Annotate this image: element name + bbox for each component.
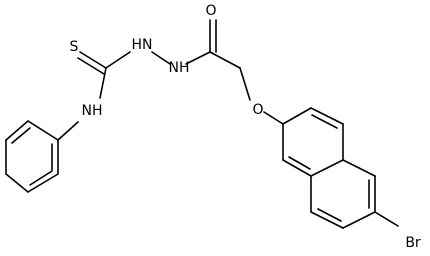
atom-labels: O S HN NH NH O Br [70, 3, 421, 251]
bond-nh-ccarbonyl [185, 51, 211, 65]
bond-naph-inner-1 [311, 114, 338, 129]
bond-ch2-o [239, 67, 251, 101]
bond-phenyl-nh [57, 121, 79, 141]
atom-o-ether: O [252, 102, 263, 118]
bond-phenyl-5 [27, 173, 59, 193]
atom-nh-lower: NH [169, 60, 190, 76]
bond-naph-2 [310, 107, 344, 125]
bond-naph-inner-2 [288, 156, 311, 170]
atom-o-carbonyl: O [205, 3, 216, 19]
atom-hn-upper: HN [132, 37, 153, 53]
bond-phenyl-4 [5, 173, 29, 193]
atom-nh-anilino: NH [82, 103, 103, 119]
bond-naph-8 [310, 211, 344, 229]
bond-phenyl-2 [5, 120, 29, 141]
bond-naph-inner-3 [317, 208, 342, 222]
bond-naph-4 [310, 159, 344, 177]
bond-naph-5 [282, 159, 312, 177]
bond-naph-9 [342, 211, 376, 229]
atom-s-thione: S [70, 39, 79, 55]
bond-cthio-hn [105, 51, 131, 69]
bond-hn-nh [151, 51, 171, 65]
bond-phenyl-1 [27, 120, 59, 141]
bond-naph-br [374, 211, 399, 227]
bonds [5, 19, 399, 229]
bond-o-naph [263, 111, 284, 125]
atom-br: Br [405, 235, 421, 251]
bond-c-s-2 [77, 57, 105, 75]
bond-phenyl-inner-2 [29, 170, 53, 186]
bond-phenyl-inner-1 [11, 127, 31, 144]
bond-ccarbonyl-ch2 [209, 51, 241, 69]
bond-c-s-1 [79, 51, 107, 69]
bond-nh-cthio [99, 67, 107, 99]
bond-naph-11 [342, 159, 376, 177]
bond-naph-1 [282, 107, 312, 125]
